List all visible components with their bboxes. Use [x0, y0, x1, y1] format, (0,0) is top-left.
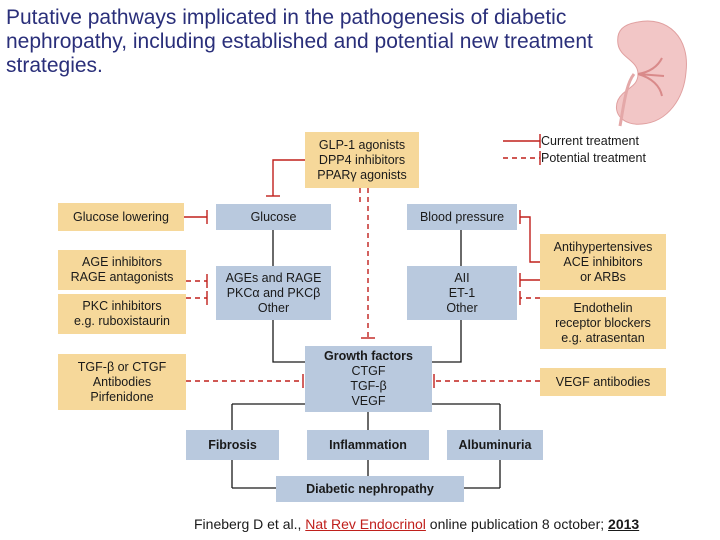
antihypertensives-line-2: ACE inhibitors	[563, 254, 643, 269]
blood-pressure-label: Blood pressure	[419, 209, 505, 224]
endothelin-line-1: Endothelin	[573, 300, 633, 315]
citation-year: 2013	[608, 516, 640, 532]
age-inhibitors-box: AGE inhibitors RAGE antagonists	[58, 250, 186, 290]
growth-factors-line-4: VEGF	[351, 394, 386, 408]
citation-authors: Fineberg D et al.,	[194, 516, 306, 532]
growth-factors-line-2: CTGF	[351, 364, 386, 378]
fibrosis-box: Fibrosis	[186, 430, 279, 460]
ages-rage-box: AGEs and RAGE PKCα and PKCβ Other	[216, 266, 331, 320]
page-title: Putative pathways implicated in the path…	[6, 6, 593, 77]
growth-factors-title: Growth factors	[324, 349, 413, 363]
all-et1-line-3: Other	[446, 300, 478, 315]
pkc-inhibitors-line-2: e.g. ruboxistaurin	[74, 314, 170, 328]
vegf-antibodies-label: VEGF antibodies	[555, 374, 651, 389]
pkc-inhibitors-line-1: PKC inhibitors	[82, 299, 162, 313]
kidney-icon	[616, 20, 687, 127]
ages-rage-line-3: Other	[257, 300, 290, 315]
pkc-inhibitors-box: PKC inhibitors e.g. ruboxistaurin	[58, 294, 186, 334]
ages-rage-line-2: PKCα and PKCβ	[226, 285, 321, 300]
antihypertensives-box: Antihypertensives ACE inhibitors or ARBs	[540, 234, 666, 290]
diabetic-nephropathy-box: Diabetic nephropathy	[276, 476, 464, 502]
growth-factors-line-3: TGF-β	[350, 379, 387, 393]
tgf-ctgf-line-1: TGF-β or CTGF	[77, 359, 167, 374]
glucose-lowering-box: Glucose lowering	[58, 203, 184, 231]
glucose-label: Glucose	[250, 209, 297, 224]
glp1-box: GLP-1 agonists DPP4 inhibitors PPARγ ago…	[305, 132, 419, 188]
glp1-line-3: PPARγ agonists	[317, 167, 407, 182]
citation-journal-link[interactable]: Nat Rev Endocrinol	[305, 516, 426, 532]
vegf-antibodies-box: VEGF antibodies	[540, 368, 666, 396]
all-et1-box: AII ET-1 Other	[407, 266, 517, 320]
age-inhibitors-line-1: AGE inhibitors	[82, 255, 162, 269]
albuminuria-label: Albuminuria	[458, 437, 532, 452]
growth-factors-box: Growth factors CTGF TGF-β VEGF	[305, 346, 432, 412]
tgf-ctgf-box: TGF-β or CTGF Antibodies Pirfenidone	[58, 354, 186, 410]
endothelin-line-3: e.g. atrasentan	[561, 330, 645, 345]
tgf-ctgf-line-3: Pirfenidone	[90, 389, 154, 404]
glucose-lowering-label: Glucose lowering	[73, 209, 169, 224]
legend-current: Current treatment	[541, 134, 639, 148]
ages-rage-line-1: AGEs and RAGE	[225, 270, 322, 285]
diabetic-nephropathy-label: Diabetic nephropathy	[306, 481, 434, 496]
citation-rest: online publication 8 october;	[425, 516, 609, 532]
glp1-line-2: DPP4 inhibitors	[318, 152, 406, 167]
inflammation-label: Inflammation	[329, 437, 407, 452]
legend-potential: Potential treatment	[541, 151, 646, 165]
all-et1-line-2: ET-1	[448, 285, 476, 300]
age-inhibitors-line-2: RAGE antagonists	[70, 270, 174, 284]
fibrosis-label: Fibrosis	[208, 437, 257, 452]
blood-pressure-box: Blood pressure	[407, 204, 517, 230]
albuminuria-box: Albuminuria	[447, 430, 543, 460]
citation: Fineberg D et al., Nat Rev Endocrinol on…	[194, 516, 639, 532]
glp1-line-1: GLP-1 agonists	[318, 137, 406, 152]
antihypertensives-line-1: Antihypertensives	[553, 239, 653, 254]
glucose-box: Glucose	[216, 204, 331, 230]
endothelin-box: Endothelin receptor blockers e.g. atrase…	[540, 297, 666, 349]
antihypertensives-line-3: or ARBs	[580, 269, 626, 284]
all-et1-line-1: AII	[454, 270, 470, 285]
endothelin-line-2: receptor blockers	[555, 315, 651, 330]
inflammation-box: Inflammation	[307, 430, 429, 460]
tgf-ctgf-line-2: Antibodies	[92, 374, 152, 389]
